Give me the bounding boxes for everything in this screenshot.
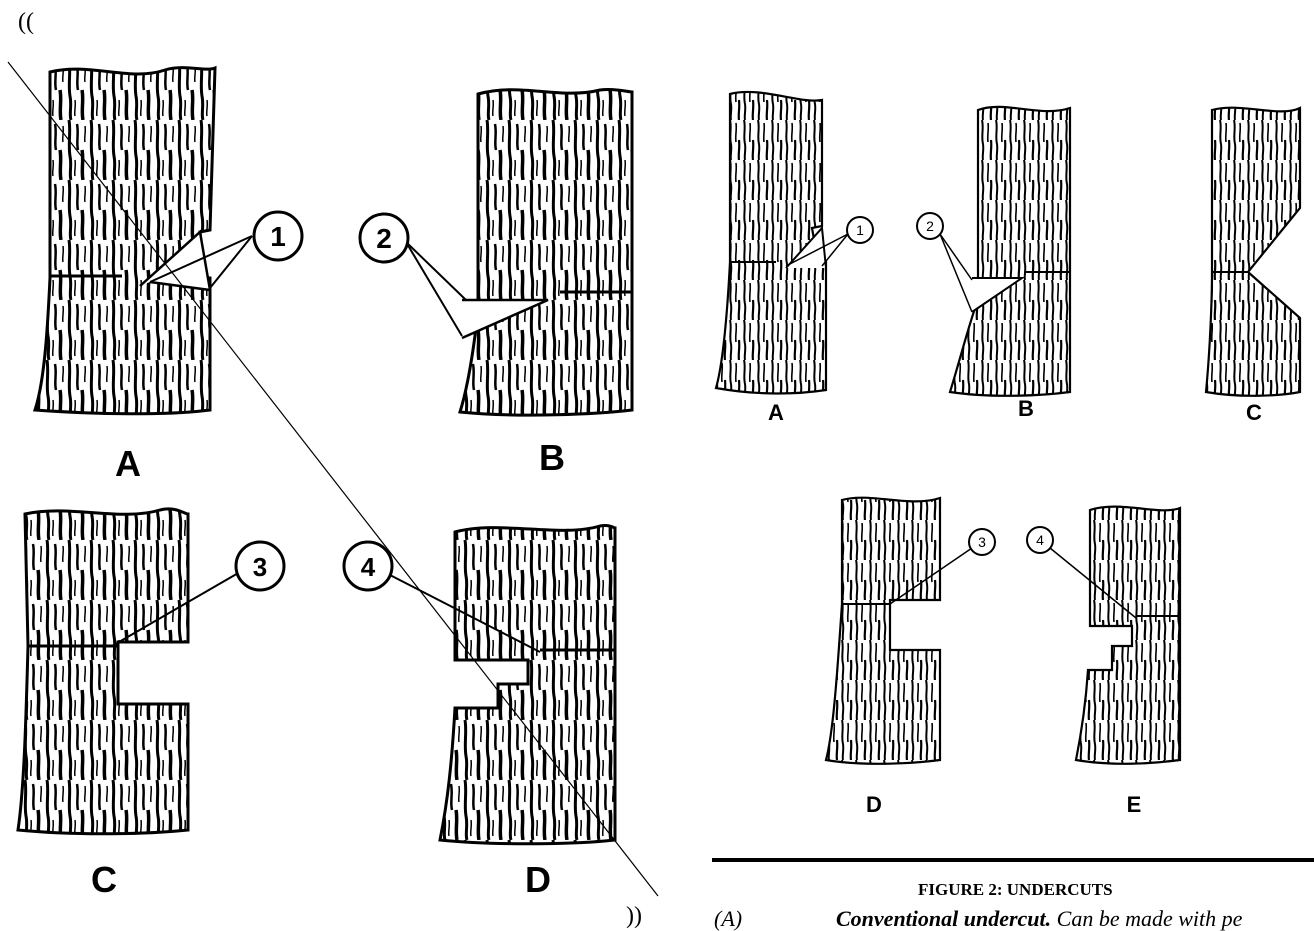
right-panel-d <box>826 498 940 764</box>
left-letter-c: C <box>91 859 117 900</box>
left-callout-3-label: 3 <box>253 552 267 582</box>
left-panel-b <box>460 89 632 415</box>
trunk-a-outline <box>35 68 215 414</box>
right-callout-1-label: 1 <box>856 222 864 238</box>
right-callout-4-label: 4 <box>1036 532 1044 548</box>
paragraph-number: (A) <box>714 906 836 931</box>
right-callouts <box>786 213 1136 618</box>
trunk-b-outline <box>460 89 632 415</box>
left-panel-c <box>18 509 188 834</box>
left-panel-d <box>440 525 615 843</box>
paragraph-text: Can be made with pe <box>1051 906 1242 931</box>
right-panel-e <box>1076 507 1180 764</box>
figure-caption: FIGURE 2: UNDERCUTS <box>918 880 1113 900</box>
right-letter-c: C <box>1246 400 1262 425</box>
right-callout-3-label: 3 <box>978 534 986 550</box>
right-letter-e: E <box>1127 792 1142 817</box>
right-letter-d: D <box>866 792 882 817</box>
trunk-d-outline <box>440 525 615 843</box>
trunk-c-outline <box>18 509 188 834</box>
right-callout-2-label: 2 <box>926 218 934 234</box>
left-callout-1-label: 1 <box>270 221 286 252</box>
right-letter-a: A <box>768 400 784 425</box>
left-callout-2-label: 2 <box>376 223 392 254</box>
left-letter-b: B <box>539 437 565 478</box>
paragraph-conventional-undercut: (A)Conventional undercut. Can be made wi… <box>714 906 1314 931</box>
open-parentheses: (( <box>18 10 34 34</box>
right-panel-b <box>950 107 1070 396</box>
close-parentheses: )) <box>626 904 642 928</box>
left-letter-d: D <box>525 859 551 900</box>
paragraph-title: Conventional undercut. <box>836 906 1051 931</box>
right-panel-a <box>716 92 826 394</box>
left-letter-a: A <box>115 443 141 484</box>
left-callout-4-label: 4 <box>361 552 376 582</box>
right-panel-c <box>1206 108 1300 396</box>
right-letter-b: B <box>1018 396 1034 421</box>
left-panel-a <box>35 68 215 414</box>
